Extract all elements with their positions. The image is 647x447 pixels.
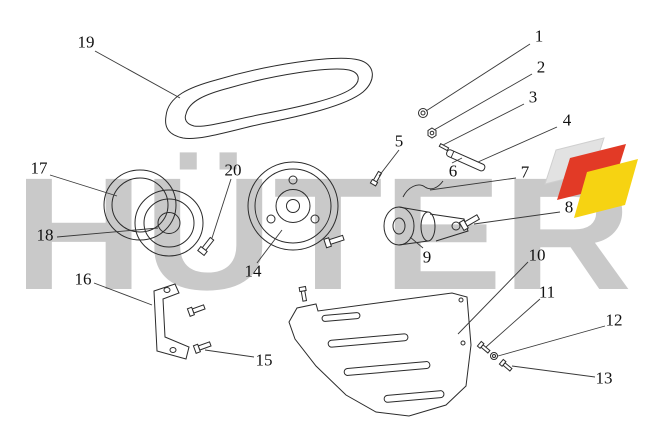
part-label-16: 16	[74, 269, 92, 289]
part-label-3: 3	[528, 87, 538, 107]
part-label-15: 15	[255, 350, 273, 370]
bracket-bolt-upper	[186, 304, 206, 317]
support-bracket	[153, 283, 190, 360]
belt-guard-plate	[288, 292, 472, 417]
leader-lines	[49, 43, 606, 378]
guard-screw-13	[498, 358, 513, 372]
washer-1	[418, 108, 428, 118]
part-label-14: 14	[244, 261, 262, 281]
guard-top-screw	[298, 285, 308, 302]
pulley-bolt	[197, 236, 215, 257]
tension-spring	[402, 180, 444, 198]
part-label-9: 9	[422, 247, 432, 267]
part-label-4: 4	[562, 110, 572, 130]
part-label-11: 11	[538, 282, 556, 302]
v-belt	[165, 57, 373, 139]
guard-washer-12	[490, 352, 498, 360]
part-label-5: 5	[394, 131, 404, 151]
nut-2	[427, 127, 437, 139]
drive-pulley	[247, 161, 339, 251]
pin-3	[438, 142, 450, 152]
part-label-13: 13	[595, 368, 613, 388]
part-label-19: 19	[77, 32, 95, 52]
part-label-6: 6	[448, 161, 458, 181]
part-label-20: 20	[224, 160, 242, 180]
bracket-bolt-lower	[192, 341, 212, 354]
part-label-8: 8	[564, 197, 574, 217]
part-label-1: 1	[534, 26, 544, 46]
small-screw-5	[369, 170, 383, 187]
part-label-18: 18	[36, 225, 54, 245]
arm-bolt-8	[458, 214, 481, 232]
part-label-17: 17	[30, 158, 48, 178]
logo-yellow-band	[574, 159, 638, 218]
pulley-shaft-bolt	[323, 234, 345, 249]
double-pulley	[103, 169, 204, 257]
part-label-2: 2	[536, 57, 546, 77]
part-label-10: 10	[528, 245, 546, 265]
part-label-7: 7	[520, 162, 530, 182]
part-label-12: 12	[605, 310, 623, 330]
shaft-rod	[446, 149, 486, 172]
brand-flag-logo	[544, 137, 638, 218]
guard-screw-11	[476, 340, 491, 354]
